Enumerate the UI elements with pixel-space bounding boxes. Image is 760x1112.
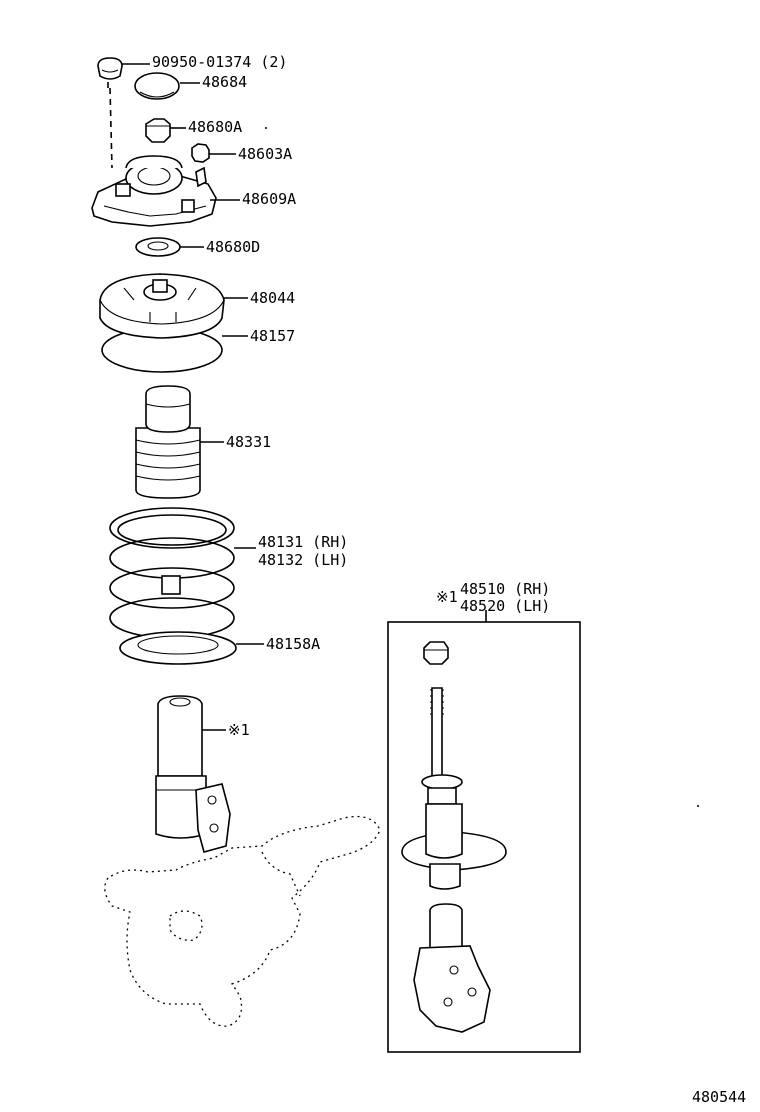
callout-cap: 48684 [202,73,247,91]
callout-assy-rh: 48510 (RH) [460,580,550,598]
nut-a-part [145,118,171,143]
steering-knuckle-part [104,815,381,1027]
bumper-part [135,385,201,499]
coil-spring-part [109,507,235,639]
callout-support: 48609A [242,190,296,208]
bearing-part [135,237,181,257]
callout-nut-small: 48603A [238,145,292,163]
callout-spring-lh: 48132 (LH) [258,551,348,569]
cap-part [134,72,180,100]
callout-bolt-cap: 90950-01374 (2) [152,53,287,71]
callout-insulator: 48157 [250,327,295,345]
nut-small-part [191,143,210,163]
upper-seat-part [99,273,225,373]
support-part [91,155,217,227]
callout-spring-rh: 48131 (RH) [258,533,348,551]
bolt-cap-part [97,57,123,169]
diagram-id: 480544 [692,1088,746,1106]
callout-assy-lh: 48520 (LH) [460,597,550,615]
lower-insulator-part [119,631,237,665]
callout-upper-seat: 48044 [250,289,295,307]
callout-bearing: 48680D [206,238,260,256]
callout-assy-ref: ※1 [436,588,458,606]
assembly-box [387,621,581,1053]
callout-nut-a: 48680A [188,118,242,136]
speck [265,127,267,129]
callout-bumper: 48331 [226,433,271,451]
speck [697,805,699,807]
callout-shock-ref: ※1 [228,721,250,739]
shock-absorber-part [155,695,231,853]
strut-assembly-part [401,641,507,1033]
callout-lower-insulator: 48158A [266,635,320,653]
